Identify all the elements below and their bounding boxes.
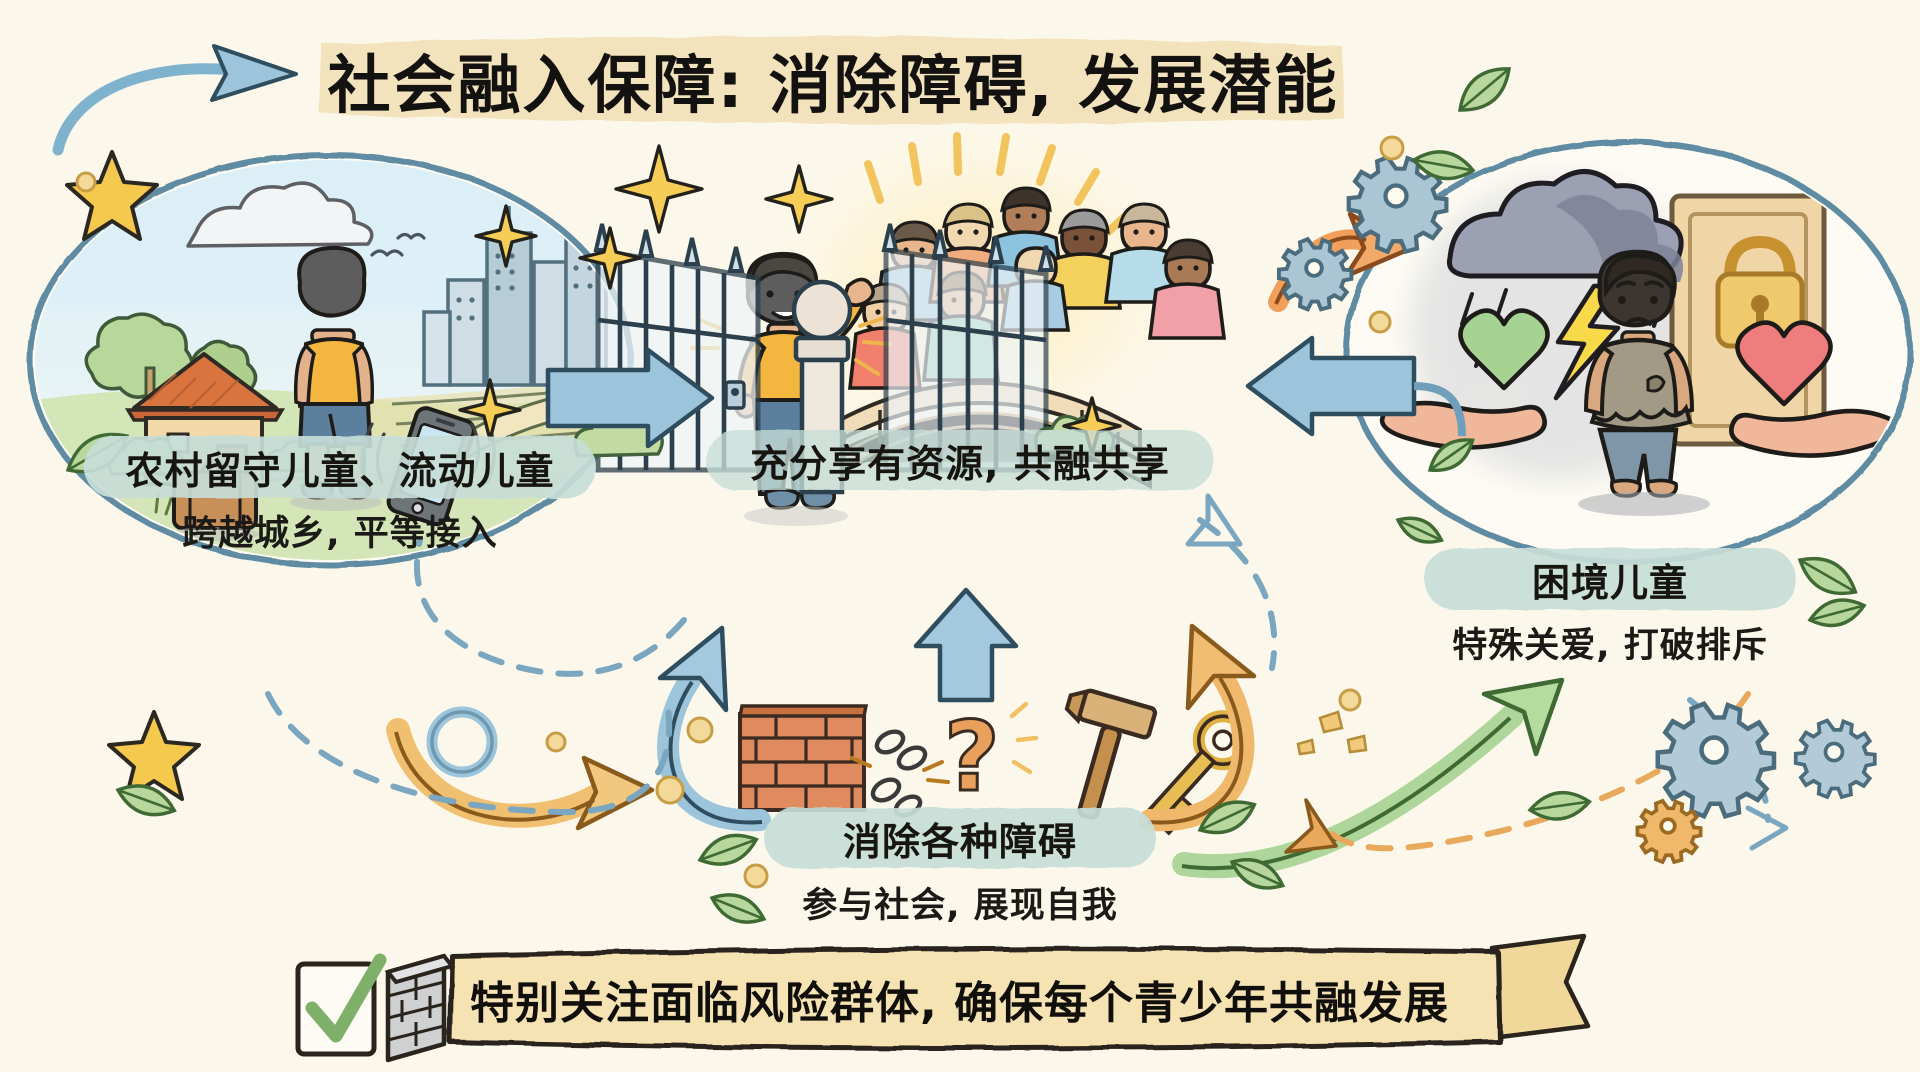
sunburst-icon (864, 132, 1138, 236)
center-node-label: 充分享有资源, 共融共享 (750, 441, 1170, 486)
locked-door-icon (1669, 193, 1827, 447)
broken-chain-icon (850, 729, 950, 818)
cloud-icon (186, 181, 374, 248)
barrier-node-label: 消除各种障碍 (842, 819, 1077, 864)
storm-cloud-icon (1446, 169, 1684, 282)
left-node-label: 农村留守儿童、流动儿童 (125, 448, 555, 493)
green-heart-icon (1458, 308, 1550, 391)
bird-icon (370, 232, 426, 257)
caring-hand-left-icon (1374, 383, 1547, 450)
arrow-title-in-icon (52, 44, 298, 156)
crowd-icon (847, 186, 1227, 390)
arrow-dashed-blue-2-icon (413, 537, 687, 677)
right-node-subtitle: 特殊关爱, 打破排斥 (1452, 625, 1768, 666)
gear-icon (1276, 154, 1877, 865)
sparkle-icon (458, 144, 1122, 456)
sad-child-icon (1578, 249, 1710, 516)
footer-brick-wall-icon (384, 953, 456, 1063)
arrow-right-to-center-icon (1245, 335, 1466, 437)
svg-text:?: ? (944, 701, 1000, 813)
tree-icon (84, 312, 258, 432)
question-mark-icon: ? (943, 700, 1039, 815)
arrow-dashed-blue-icon (265, 691, 673, 816)
arrow-dashed-blue-4-icon (1687, 697, 1789, 851)
arrow-dashed-blue-3-icon (1185, 493, 1278, 671)
city-skyline-icon (422, 206, 608, 387)
arrow-bottom-right-curve-icon (1172, 677, 1565, 879)
arrow-top-right-curve-icon (1268, 211, 1415, 312)
checkbox-check-icon (295, 953, 387, 1057)
arrow-bottom-left-curve-icon (386, 718, 655, 831)
barrier-node-subtitle: 参与社会, 展现自我 (802, 885, 1118, 926)
hammer-icon (1064, 688, 1158, 820)
right-node-label: 困境儿童 (1531, 560, 1688, 605)
arrow-dashed-orange-icon (1284, 691, 1751, 854)
arrow-loop-left-up-icon (657, 625, 771, 832)
brick-wall-icon (737, 704, 869, 812)
swirl-icon (426, 706, 498, 778)
page-title: 社会融入保障: 消除障碍, 发展潜能 (327, 48, 1339, 122)
left-node-subtitle: 跨越城乡, 平等接入 (182, 513, 498, 554)
footer-statement: 特别关注面临风险群体, 确保每个青少年共融发展 (470, 978, 1450, 1029)
arrow-loop-right-up-icon (1139, 623, 1257, 832)
rain-icon (1460, 288, 1666, 368)
confetti-icon (1296, 710, 1368, 756)
arrow-left-to-center-icon (545, 347, 715, 449)
red-heart-icon (1735, 320, 1833, 407)
field-icon (391, 384, 625, 448)
padlock-icon (1715, 235, 1805, 349)
right-scene-group (1343, 139, 1913, 565)
arrow-barrier-up-icon (913, 587, 1019, 703)
lightning-icon (1553, 283, 1621, 401)
caring-hand-right-icon (1729, 408, 1895, 458)
title-band: 社会融入保障: 消除障碍, 发展潜能 (318, 36, 1348, 124)
